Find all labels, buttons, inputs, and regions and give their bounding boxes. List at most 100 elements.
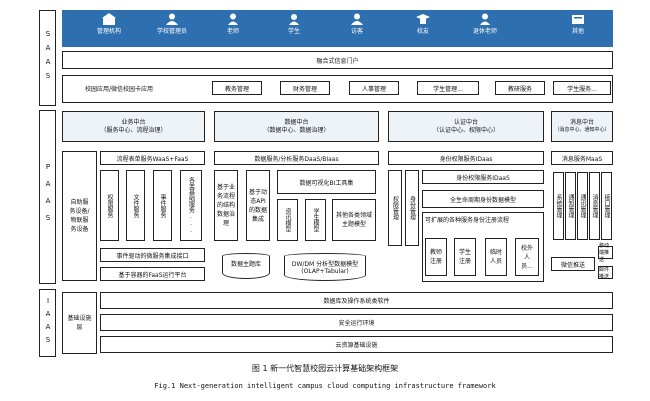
center-auth: 认证中台 （认证中心、权限中心） [388, 111, 544, 142]
message-col-notice-label: 通知管理 [567, 194, 574, 218]
message-col-interface: 接口管理 [601, 172, 612, 240]
business-faas-platform: 基于容器的FaaS运行平台 [100, 267, 205, 281]
auth-reg-teacher-label: 教师注册 [429, 249, 442, 265]
auth-registration-flow-label: 可扩展的各种服务身份注册流程 [425, 217, 510, 224]
apps-row-main-label: 校园应用/微信校园卡应用 [85, 86, 154, 93]
message-col-comm: 通讯管理 [577, 172, 588, 240]
message-col-interface-label: 接口管理 [603, 194, 610, 218]
center-data-title: 数据中台 [284, 118, 309, 126]
center-data: 数据中台 （数据中心、数据治理） [214, 111, 379, 142]
user-item-student: 学生 [267, 13, 321, 36]
iaas-db-os-software-label: 数据库及操作系统类软件 [323, 298, 390, 305]
saas-layer-text: SAAS [44, 30, 52, 86]
business-col-permission: 权限服务 [100, 170, 119, 241]
center-business-subtitle: （服务中心、流程治理） [100, 126, 167, 134]
auth-idaas-inner: 身份权限服务IDaaS [422, 170, 544, 184]
message-mobile-push-label: 移动端推送 [599, 243, 610, 263]
iaas-layer-label: IAAS [39, 289, 56, 357]
business-col-file: 文件服务 [126, 170, 145, 241]
auth-idaas-service-label: 身份权限服务IDaas [439, 155, 493, 163]
message-wechat-push-label: 微信推送 [560, 261, 585, 269]
auth-lifecycle-model: 全生命周期身份数据模型 [422, 190, 544, 208]
center-auth-title: 认证中台 [453, 118, 478, 126]
center-auth-subtitle: （认证中心、权限中心） [432, 126, 499, 134]
auth-identity-mgmt-label: 身份管理 [408, 196, 416, 220]
data-model-student-label: 学生模型 [312, 208, 319, 232]
message-col-message: 消息管理 [589, 172, 600, 240]
business-col-basic: 各类基础服务... [180, 170, 202, 241]
business-event-driven: 事件驱动的微服务集成接口 [100, 248, 205, 262]
user-item-teacher: 老师 [206, 13, 260, 36]
message-mobile-push: 移动端推送 [598, 243, 613, 263]
business-col-event-label: 事件服务 [159, 193, 166, 218]
iaas-cloud-resources: 云资源基础设施 [100, 336, 613, 353]
data-theme-warehouse: 数据主题库 [222, 253, 270, 279]
iaas-infrastructure-left: 基础设施层 [62, 292, 97, 354]
user-item-retired-teacher: 退休老师 [458, 13, 512, 36]
auth-reg-teacher: 教师注册 [425, 238, 447, 276]
data-theme-warehouse-body [222, 256, 270, 279]
data-model-info: 资讯模型 [277, 199, 298, 241]
data-api-integration-label: 基于动态API的数据集成 [249, 188, 268, 223]
center-message: 消息中台 （消息中心、通知中心） [551, 111, 613, 142]
user-label-other: 其他 [571, 28, 584, 35]
message-maas-service-label: 消息服务MaaS [561, 155, 603, 163]
users-bar [62, 10, 613, 47]
app-label-finance: 财务管理 [292, 85, 317, 93]
message-wechat-push: 微信推送 [551, 257, 595, 271]
auth-reg-external: 校外人员... [515, 238, 539, 276]
self-service-device: 自助服务设备/物联服务设备 [62, 151, 97, 281]
auth-identity-mgmt: 身份管理 [405, 170, 419, 246]
user-label-student: 学生 [287, 28, 300, 35]
auth-lifecycle-model-label: 全生命周期身份数据模型 [449, 196, 516, 204]
data-model-other-label: 其他各类领域主题模型 [335, 212, 372, 228]
user-item-admin-org: 管理机构 [82, 13, 136, 36]
iaas-infrastructure-left-label: 基础设施层 [67, 315, 92, 331]
data-dw-dm-sublabel: (OLAP+Tabular) [301, 268, 349, 275]
app-box-finance: 财务管理 [280, 81, 330, 95]
app-box-student-mgmt: 学生管理... [417, 81, 479, 95]
user-item-school-admin: 学校管理员 [145, 13, 199, 36]
business-col-event: 事件服务 [153, 170, 172, 241]
data-theme-warehouse-label: 数据主题库 [230, 261, 261, 268]
data-bi-tools-label: 数据可视化BI工具集 [299, 179, 354, 187]
message-col-comm-label: 通讯管理 [579, 194, 586, 218]
paas-layer-text: PAAS [44, 163, 52, 231]
user-label-teacher: 老师 [226, 28, 239, 35]
app-label-student-mgmt: 学生管理... [433, 85, 463, 93]
data-analysis-service-label: 数据服务/分析服务DaaS/BIaas [254, 155, 339, 163]
app-box-academic: 教务管理 [212, 81, 262, 95]
business-faas-platform-label: 基于容器的FaaS运行平台 [118, 271, 187, 279]
business-col-permission-label: 权限服务 [106, 193, 113, 218]
user-item-visitor: 访客 [330, 13, 384, 36]
user-label-school-admin: 学校管理员 [156, 28, 187, 35]
data-model-other: 其他各类领域主题模型 [332, 199, 376, 241]
data-dw-dm-warehouse-body [284, 256, 366, 281]
admin-icon [166, 13, 178, 25]
message-maas-service: 消息服务MaaS [551, 151, 613, 165]
app-label-academic: 教务管理 [224, 85, 249, 93]
business-col-basic-label: 各类基础服务... [187, 177, 195, 234]
teacher-icon [228, 13, 238, 25]
auth-idaas-service: 身份权限服务IDaas [388, 151, 544, 165]
info-portal: 融合式信息门户 [62, 51, 613, 69]
iaas-layer-text: IAAS [44, 297, 52, 349]
auth-permission-mgmt-label: 权限管理 [391, 196, 399, 220]
other-icon [572, 15, 584, 24]
center-business-title: 业务中台 [121, 118, 146, 126]
business-event-driven-label: 事件驱动的微服务集成接口 [116, 252, 189, 260]
user-label-admin-org: 管理机构 [96, 28, 121, 35]
business-col-file-label: 文件服务 [132, 193, 139, 218]
auth-reg-temp: 临时人员 [485, 238, 507, 276]
message-col-system-label: 系统管理 [555, 194, 562, 218]
figure-caption-en: Fig.1 Next-generation intelligent campus… [154, 382, 496, 390]
app-box-hr: 人事管理 [349, 81, 399, 95]
user-label-visitor: 访客 [350, 28, 363, 35]
student-icon [289, 14, 299, 25]
auth-reg-temp-label: 临时人员 [489, 249, 502, 265]
data-bi-tools: 数据可视化BI工具集 [277, 170, 376, 194]
user-label-alumni: 校友 [416, 28, 429, 35]
center-business: 业务中台 （服务中心、流程治理） [62, 111, 205, 142]
auth-idaas-inner-label: 身份权限服务IDaaS [456, 174, 510, 182]
alumni-icon [416, 14, 430, 24]
